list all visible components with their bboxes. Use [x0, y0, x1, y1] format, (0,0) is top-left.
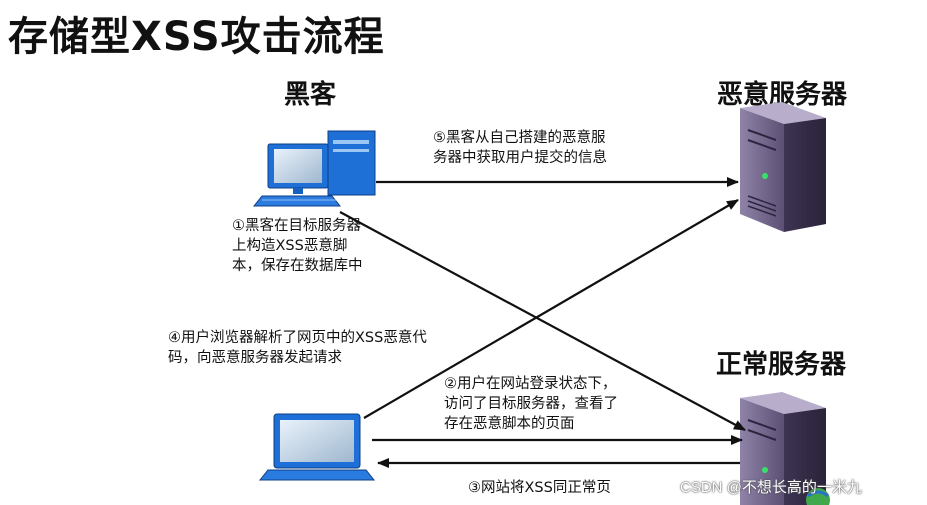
globe-icon: [806, 488, 830, 505]
step3-line1: ③网站将XSS同正常页: [468, 480, 611, 496]
malicious-server-icon: [740, 102, 826, 232]
arrow-hacker-to-normal: [339, 211, 746, 431]
step2-line1: ②用户在网站登录状态下，: [444, 376, 617, 392]
step1-note: ①黑客在目标服务器 上构造XSS恶意脚 本，保存在数据库中: [232, 216, 363, 276]
step2-line3: 存在恶意脚本的页面: [444, 416, 575, 432]
watermark: CSDN @不想长高的一米九: [680, 479, 862, 496]
step1-line1: ①黑客在目标服务器: [232, 218, 361, 234]
step1-line2: 上构造XSS恶意脚: [232, 238, 348, 254]
step4-note: ④用户浏览器解析了网页中的XSS恶意代 码，向恶意服务器发起请求: [168, 328, 427, 368]
arrow-user-to-malicious: [363, 199, 739, 419]
step4-line1: ④用户浏览器解析了网页中的XSS恶意代: [168, 330, 427, 346]
step5-note: ⑤黑客从自己搭建的恶意服 务器中获取用户提交的信息: [433, 128, 607, 168]
page-title: 存储型XSS攻击流程: [8, 14, 385, 60]
normal-server-label: 正常服务器: [716, 350, 847, 380]
step2-line2: 访问了目标服务器，查看了: [444, 396, 618, 412]
hacker-computer-icon: [252, 130, 376, 207]
step3-note: ③网站将XSS同正常页: [468, 478, 611, 498]
user-laptop-icon: [258, 413, 376, 481]
hacker-label: 黑客: [284, 80, 337, 110]
step2-note: ②用户在网站登录状态下， 访问了目标服务器，查看了 存在恶意脚本的页面: [444, 374, 618, 434]
step4-line2: 码，向恶意服务器发起请求: [168, 350, 342, 366]
step5-line1: ⑤黑客从自己搭建的恶意服: [433, 130, 606, 146]
step5-line2: 务器中获取用户提交的信息: [433, 150, 607, 166]
normal-server-icon: [740, 392, 826, 505]
step1-line3: 本，保存在数据库中: [232, 258, 363, 274]
